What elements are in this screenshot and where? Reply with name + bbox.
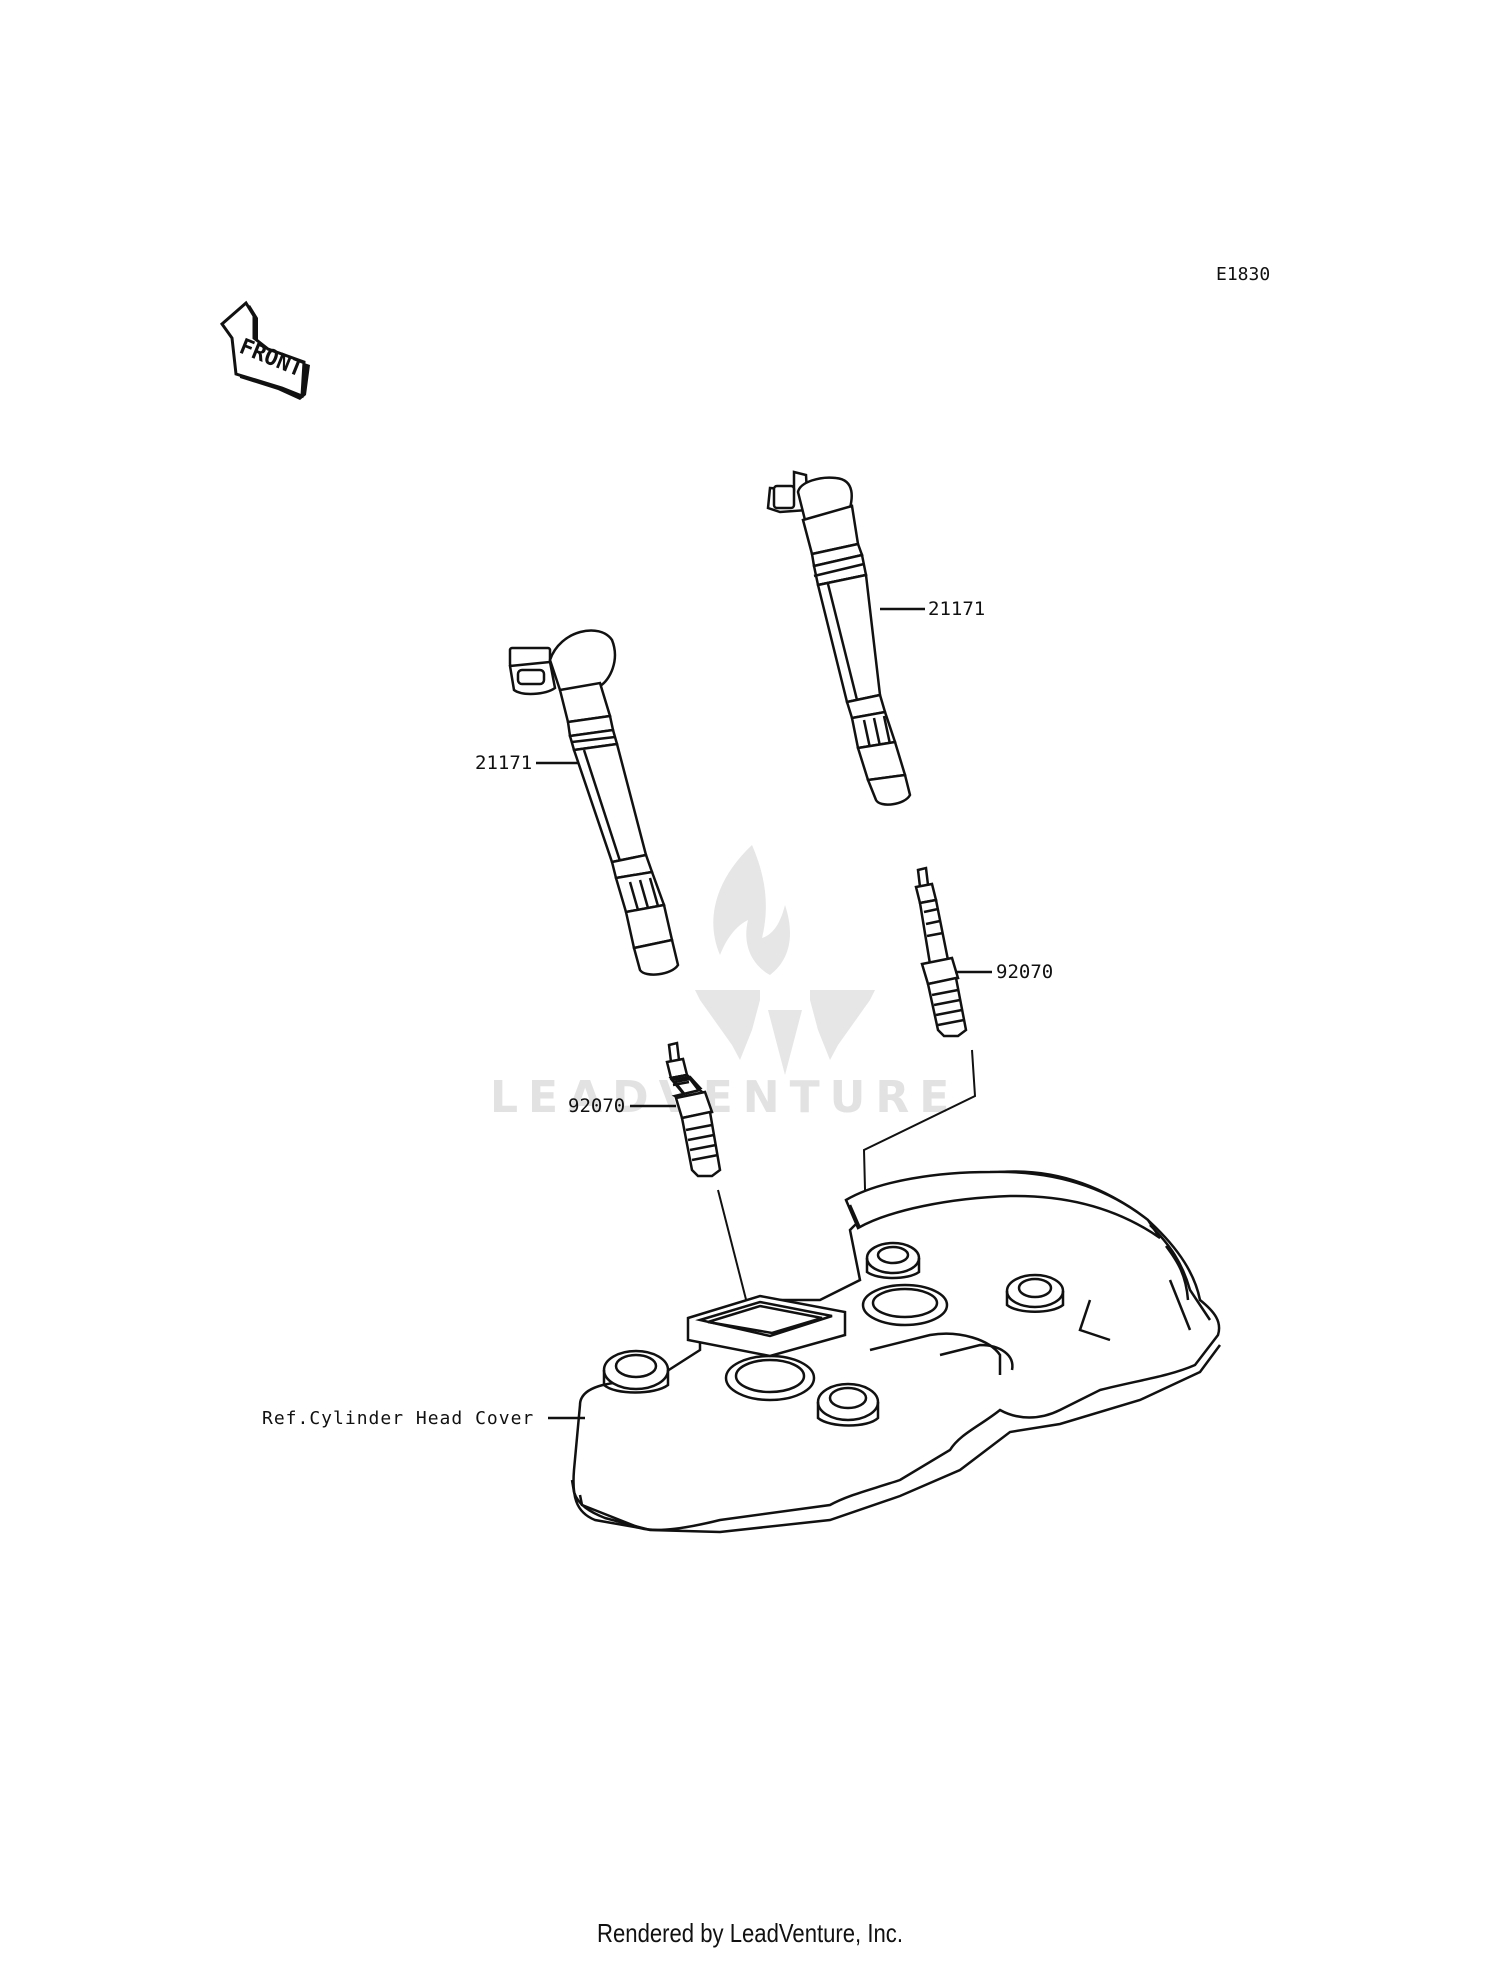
watermark-logo-icon — [695, 845, 875, 1075]
part-label-21171-right: 21171 — [928, 598, 985, 620]
spark-plug-left — [630, 1041, 722, 1178]
ignition-coil-right — [766, 470, 925, 806]
part-label-92070-right: 92070 — [996, 961, 1053, 983]
watermark-text: LEADVENTURE — [490, 1072, 959, 1123]
part-label-92070-left: 92070 — [568, 1095, 625, 1117]
reference-label-cylinder-head-cover: Ref.Cylinder Head Cover — [262, 1408, 534, 1429]
cylinder-head-cover — [548, 1170, 1222, 1534]
watermark: LEADVENTURE — [490, 845, 959, 1123]
part-label-21171-left: 21171 — [475, 752, 532, 774]
footer-credit: Rendered by LeadVenture, Inc. — [597, 1918, 903, 1948]
diagram-code: E1830 — [1216, 264, 1270, 285]
front-arrow-icon: FRONT — [219, 300, 310, 400]
ignition-coil-left — [508, 629, 680, 976]
spark-plug-right — [914, 866, 992, 1038]
